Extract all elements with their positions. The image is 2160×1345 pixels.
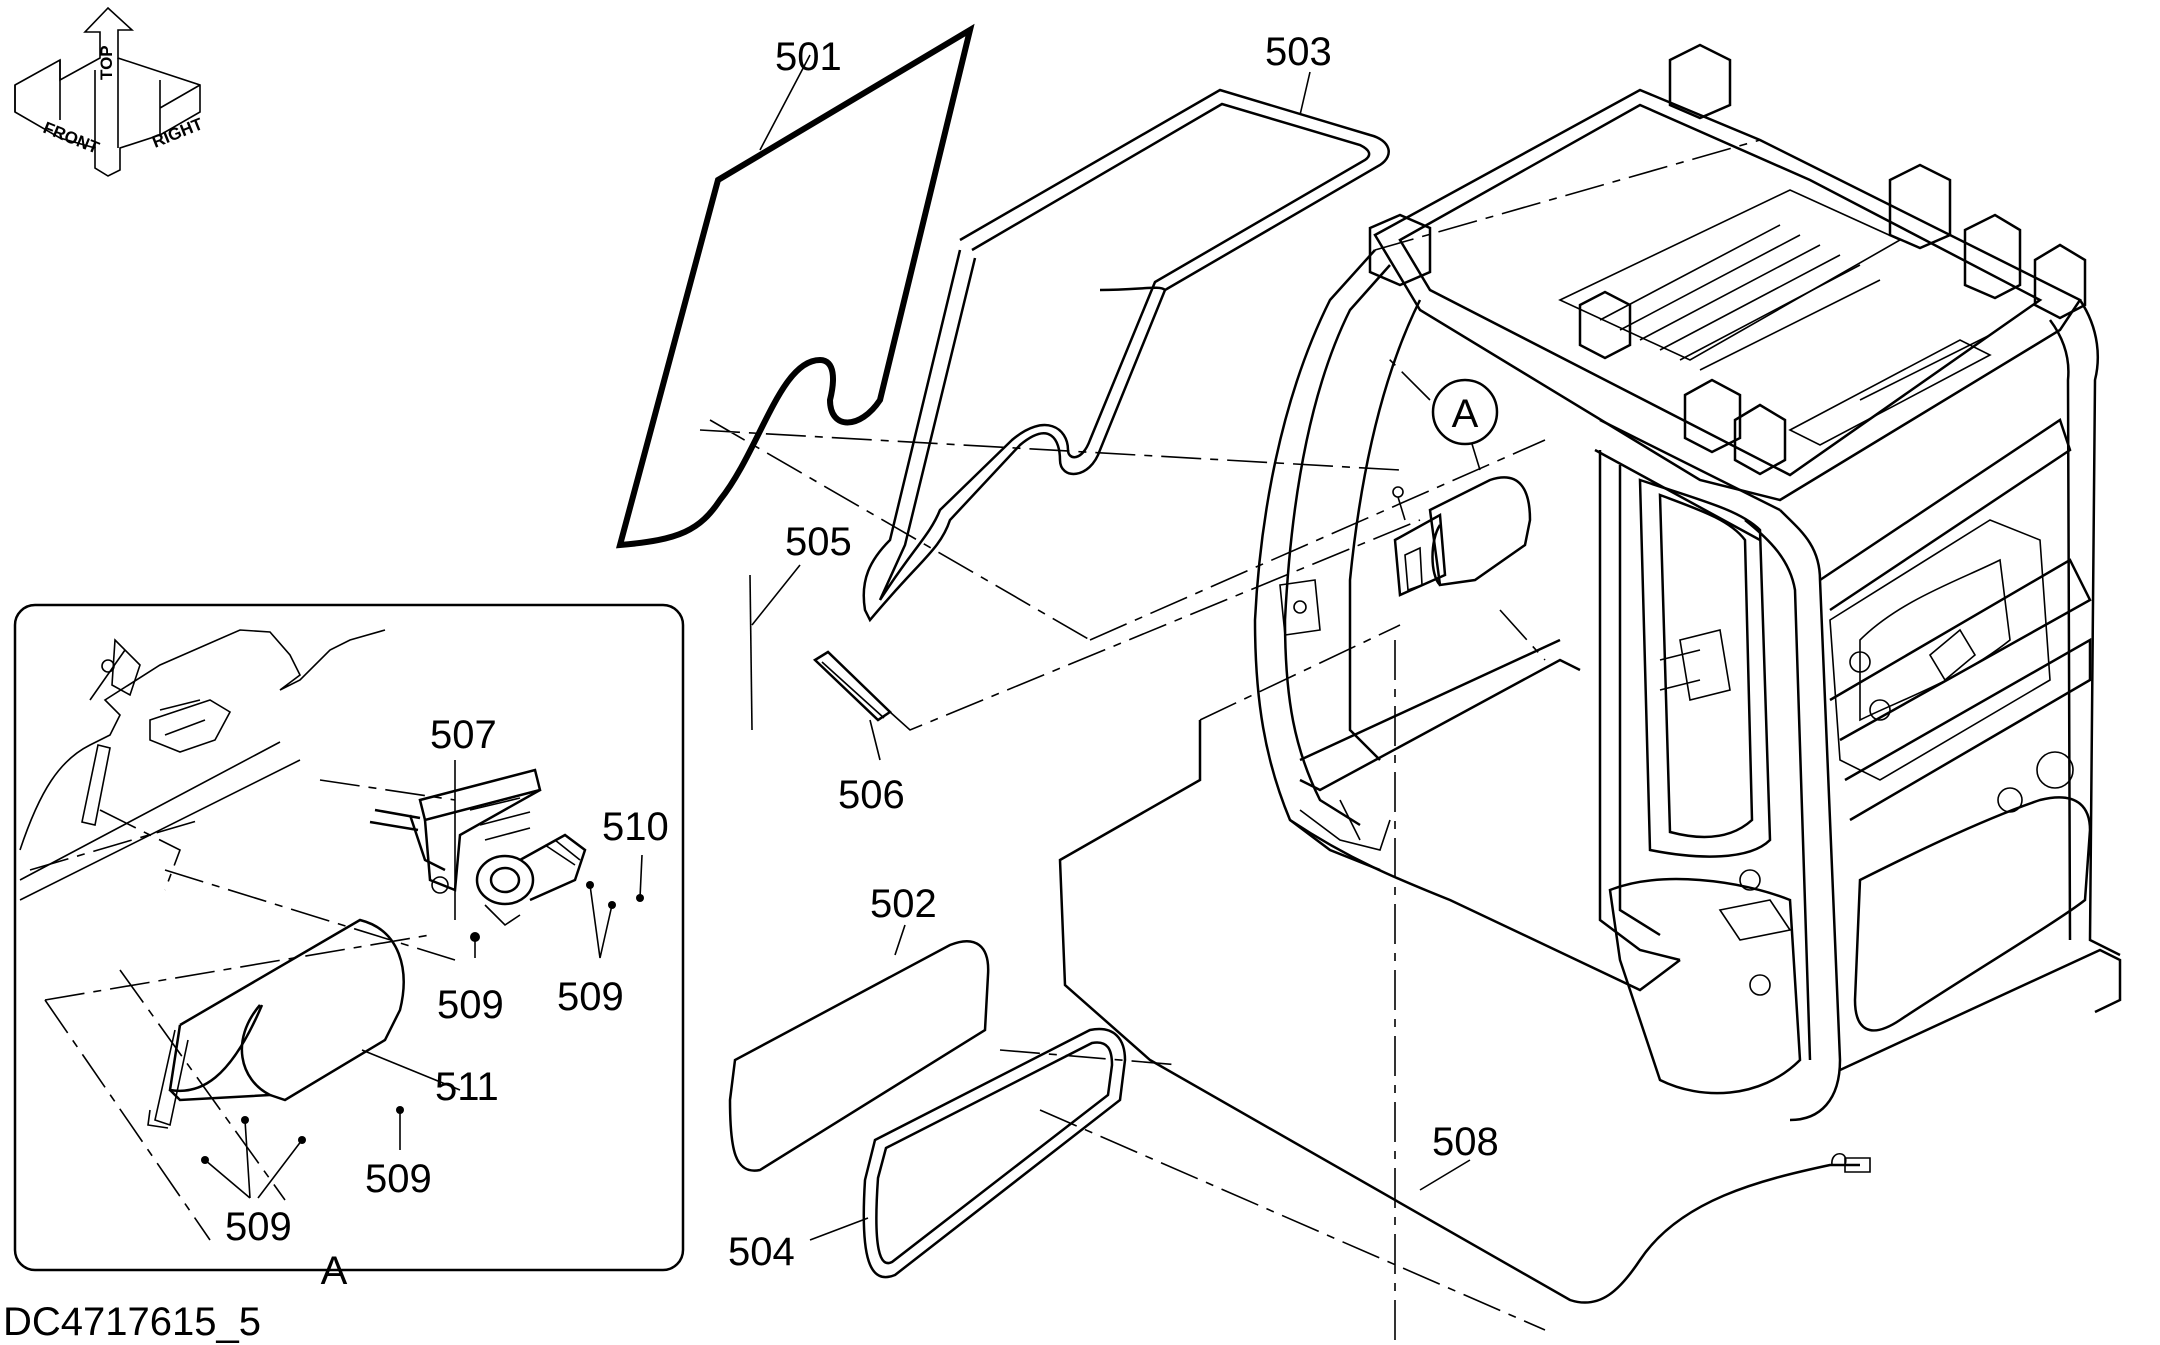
detail-view-a: A 507 509 509: [13, 603, 685, 1293]
orientation-top-label: TOP: [97, 45, 116, 80]
part-label-507: 507: [430, 713, 497, 757]
part-label-501: 501: [775, 35, 842, 79]
drawing-id: DC4717615_5: [3, 1300, 261, 1344]
part-label-511: 511: [435, 1065, 499, 1109]
part-511-cover: [147, 918, 405, 1129]
part-label-508: 508: [1432, 1120, 1499, 1164]
projection-lines: [699, 139, 1791, 1345]
orientation-indicator: TOP FRONT RIGHT: [14, 6, 206, 177]
part-label-505: 505: [785, 520, 852, 564]
part-501-front-glass: [615, 23, 975, 549]
part-label-509-b: 509: [557, 975, 624, 1019]
part-label-509-a: 509: [437, 983, 504, 1027]
part-label-502: 502: [870, 882, 937, 926]
part-506-clip: [812, 650, 892, 722]
part-508-harness: [1058, 720, 1860, 1304]
part-label-509-c: 509: [365, 1157, 432, 1201]
detail-a-marker: A: [1452, 392, 1479, 436]
part-507-wiper-motor: [369, 768, 587, 927]
part-label-504: 504: [728, 1230, 795, 1274]
detail-view-caption: A: [321, 1249, 348, 1293]
part-504-side-seal: [862, 1027, 1127, 1279]
part-505-strip: [749, 574, 753, 731]
orientation-right-label: RIGHT: [149, 114, 206, 152]
part-label-503: 503: [1265, 30, 1332, 74]
cab-assembly: [1253, 43, 2122, 1122]
detail-a-callout: A: [1431, 378, 1499, 471]
orientation-front-label: FRONT: [41, 118, 103, 158]
part-503-glass-seal: [862, 88, 1390, 623]
part-label-506: 506: [838, 773, 905, 817]
part-502-side-glass: [728, 940, 990, 1172]
part-label-509-d: 509: [225, 1205, 292, 1249]
part-label-510: 510: [602, 805, 669, 849]
